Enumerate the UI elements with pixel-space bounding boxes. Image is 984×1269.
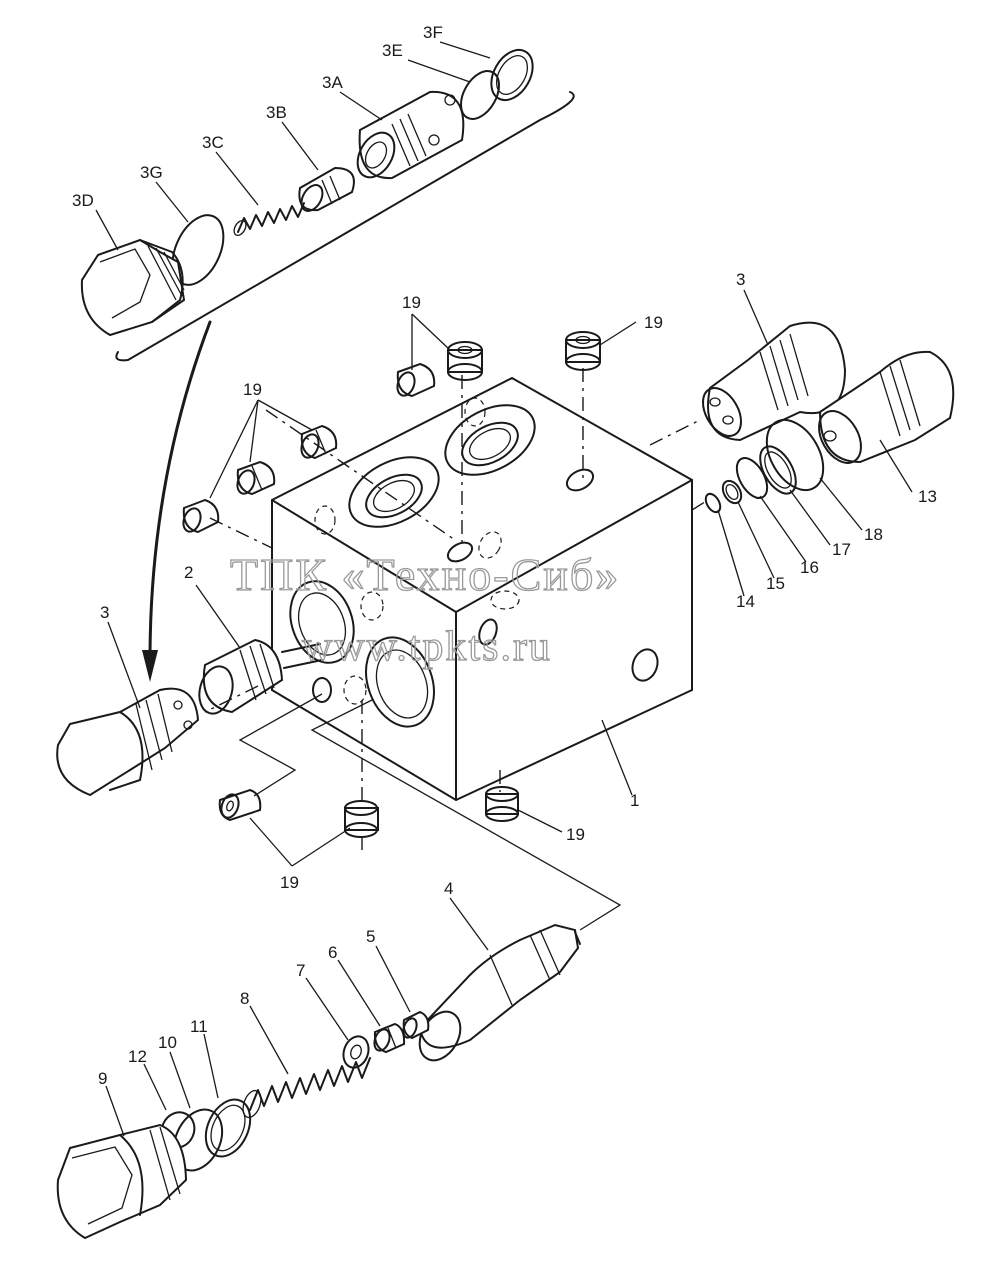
label-3D: 3D	[72, 191, 94, 210]
plug-19-bottom-right	[485, 786, 519, 822]
label-7: 7	[296, 961, 305, 980]
label-3B: 3B	[266, 103, 287, 122]
part-7-washer	[342, 1035, 370, 1069]
part-3D-plug	[80, 238, 186, 337]
label-16: 16	[800, 558, 819, 577]
label-3C: 3C	[202, 133, 224, 152]
plug-19-top-left-a	[182, 498, 220, 534]
part-16-oring	[735, 457, 769, 499]
part-14-oring	[704, 492, 722, 514]
label-14: 14	[736, 592, 755, 611]
part-3-right-cartridge	[702, 321, 847, 442]
leader-lines	[95, 41, 913, 1137]
plug-19-top-left-b	[236, 460, 276, 496]
label-11: 11	[190, 1017, 208, 1036]
label-19-top: 19	[402, 293, 421, 312]
label-19-bottom-right: 19	[566, 825, 585, 844]
label-19-bottom: 19	[280, 873, 299, 892]
label-3-left: 3	[100, 603, 109, 622]
label-19-top-right: 19	[644, 313, 663, 332]
plug-19-bottom-mid	[344, 800, 379, 838]
label-3-right: 3	[736, 270, 745, 289]
label-9: 9	[98, 1069, 107, 1088]
part-3-left-cartridge	[56, 687, 200, 797]
detail-arrow	[142, 320, 212, 682]
part-18-oring	[765, 418, 825, 492]
part-6-guide	[373, 1022, 406, 1054]
watermark-company: ТПК «Техно-Сиб»	[230, 549, 620, 600]
label-8: 8	[240, 989, 249, 1008]
label-1: 1	[630, 791, 639, 810]
part-13-plug	[818, 350, 955, 464]
label-18: 18	[864, 525, 883, 544]
plug-19-top-c	[565, 331, 601, 371]
label-3F: 3F	[423, 23, 443, 42]
part-5-seat	[402, 1010, 430, 1040]
watermark-url: www.tpkts.ru	[302, 624, 552, 670]
label-10: 10	[158, 1033, 177, 1052]
part-2-poppet	[198, 638, 323, 715]
plug-19-bottom-left	[218, 788, 262, 822]
assembly-lines	[204, 368, 709, 931]
label-12: 12	[128, 1047, 147, 1066]
plug-19-top-b	[447, 341, 483, 381]
part-4-spool	[418, 923, 581, 1062]
label-13: 13	[918, 487, 937, 506]
label-17: 17	[832, 540, 851, 559]
label-3A: 3A	[322, 73, 343, 92]
label-2: 2	[184, 563, 193, 582]
valve-block	[271, 376, 693, 802]
part-3E-oring	[460, 70, 500, 120]
label-6: 6	[328, 943, 337, 962]
label-15: 15	[766, 574, 785, 593]
part-11-ring	[204, 1098, 252, 1158]
part-3B-poppet	[298, 166, 355, 212]
label-3E: 3E	[382, 41, 403, 60]
part-labels: 3F 3E 3A 3B 3C 3G 3D 19 19 19 3 13 18 17…	[72, 23, 937, 1088]
part-3C-spring	[233, 202, 305, 237]
part-3A-cartridge	[356, 90, 465, 180]
part-3F-ring	[490, 48, 534, 102]
inset-frame	[115, 91, 575, 362]
watermark: ТПК «Техно-Сиб» www.tpkts.ru	[229, 548, 620, 670]
label-3G: 3G	[140, 163, 163, 182]
label-5: 5	[366, 927, 375, 946]
label-19-left: 19	[243, 380, 262, 399]
label-4: 4	[444, 879, 453, 898]
part-9-plug	[56, 1123, 188, 1240]
plug-19-top-a	[396, 362, 436, 398]
part-8-spring	[242, 1057, 371, 1119]
